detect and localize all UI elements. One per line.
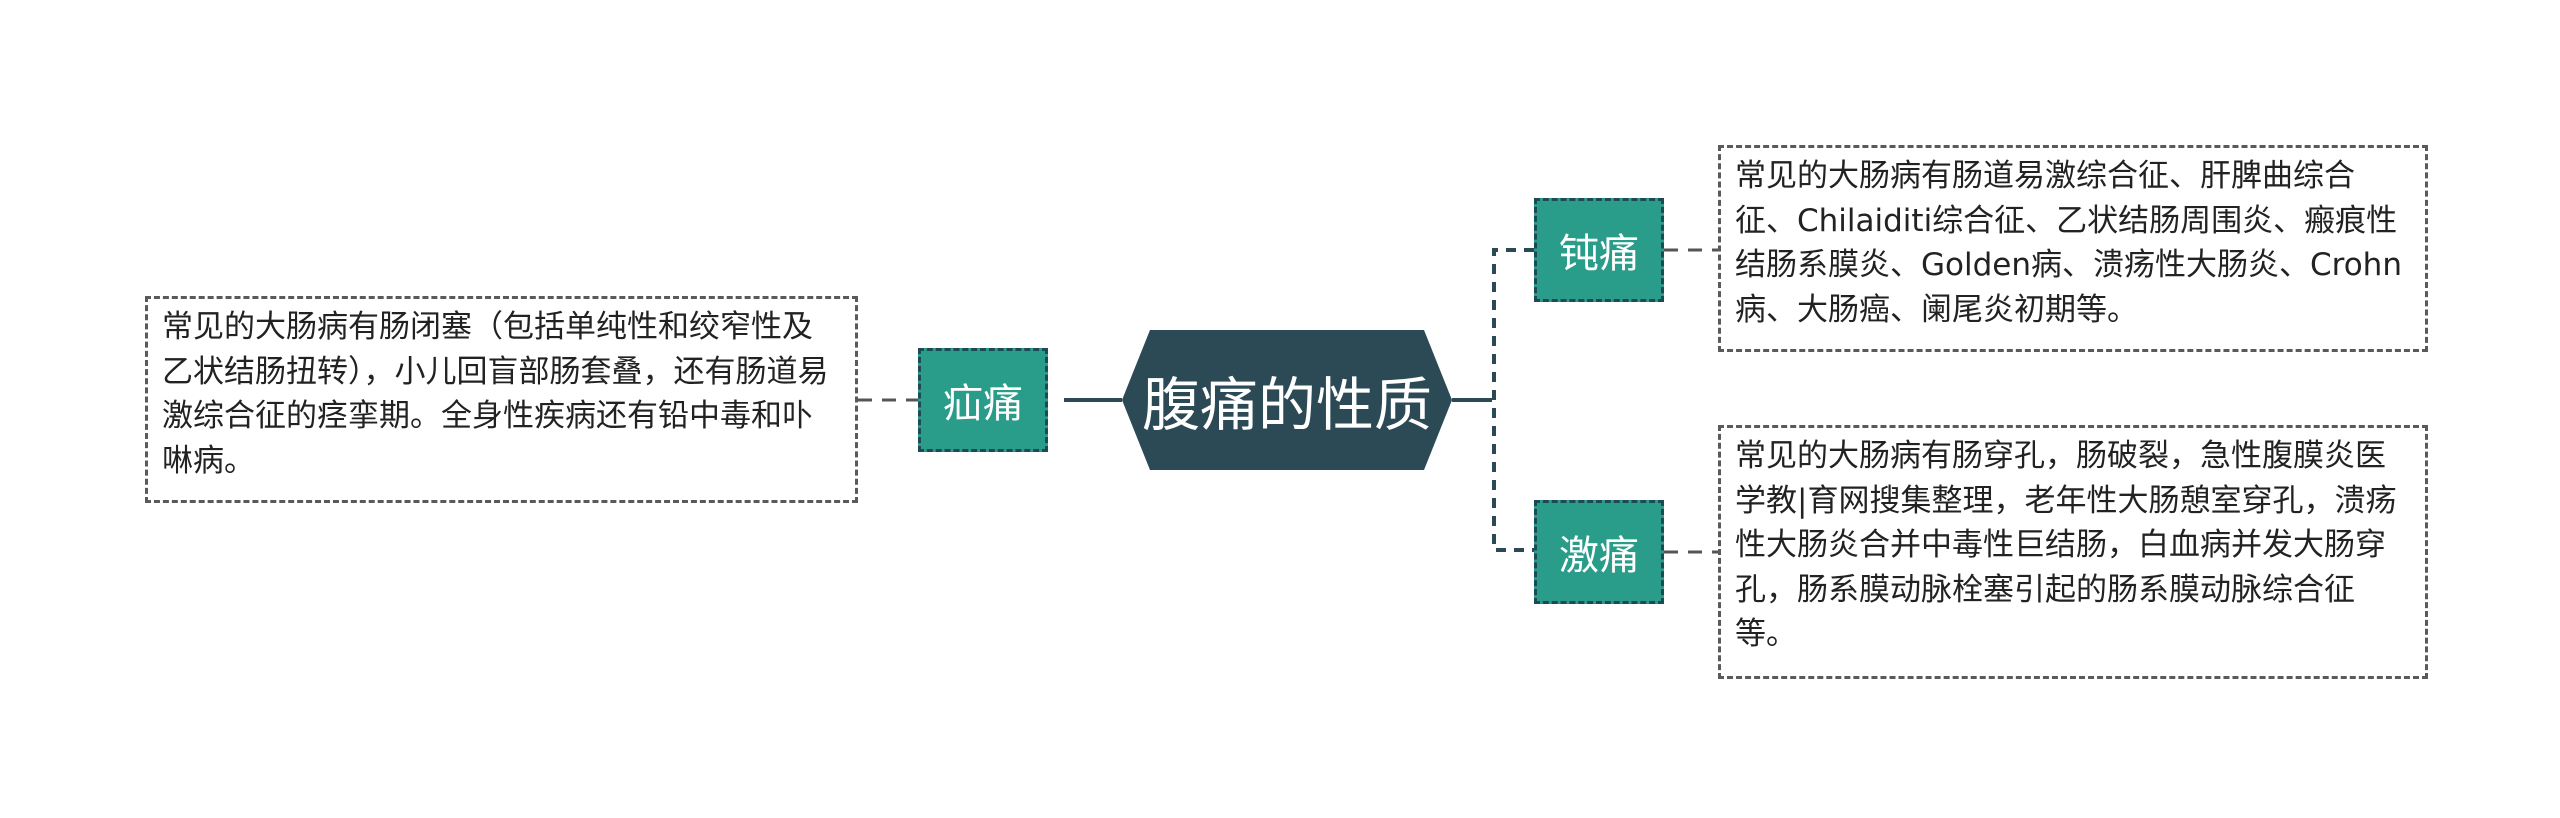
branch-node-colic[interactable]: 疝痛 xyxy=(918,348,1048,452)
root-node-shape xyxy=(1122,330,1452,470)
branch-node-severe[interactable]: 激痛 xyxy=(1534,500,1664,604)
text-box-dull: 常见的大肠病有肠道易激综合征、肝脾曲综合征、Chilaiditi综合征、乙状结肠… xyxy=(1718,145,2428,352)
root-node-label[interactable]: 腹痛的性质 xyxy=(1141,371,1432,439)
text-box-colic: 常见的大肠病有肠闭塞（包括单纯性和绞窄性及乙状结肠扭转），小儿回盲部肠套叠，还有… xyxy=(145,296,858,503)
branch-node-dull[interactable]: 钝痛 xyxy=(1534,198,1664,302)
connector-trunk xyxy=(1492,248,1534,552)
text-box-severe: 常见的大肠病有肠穿孔，肠破裂，急性腹膜炎医学教|育网搜集整理，老年性大肠憩室穿孔… xyxy=(1718,425,2428,679)
